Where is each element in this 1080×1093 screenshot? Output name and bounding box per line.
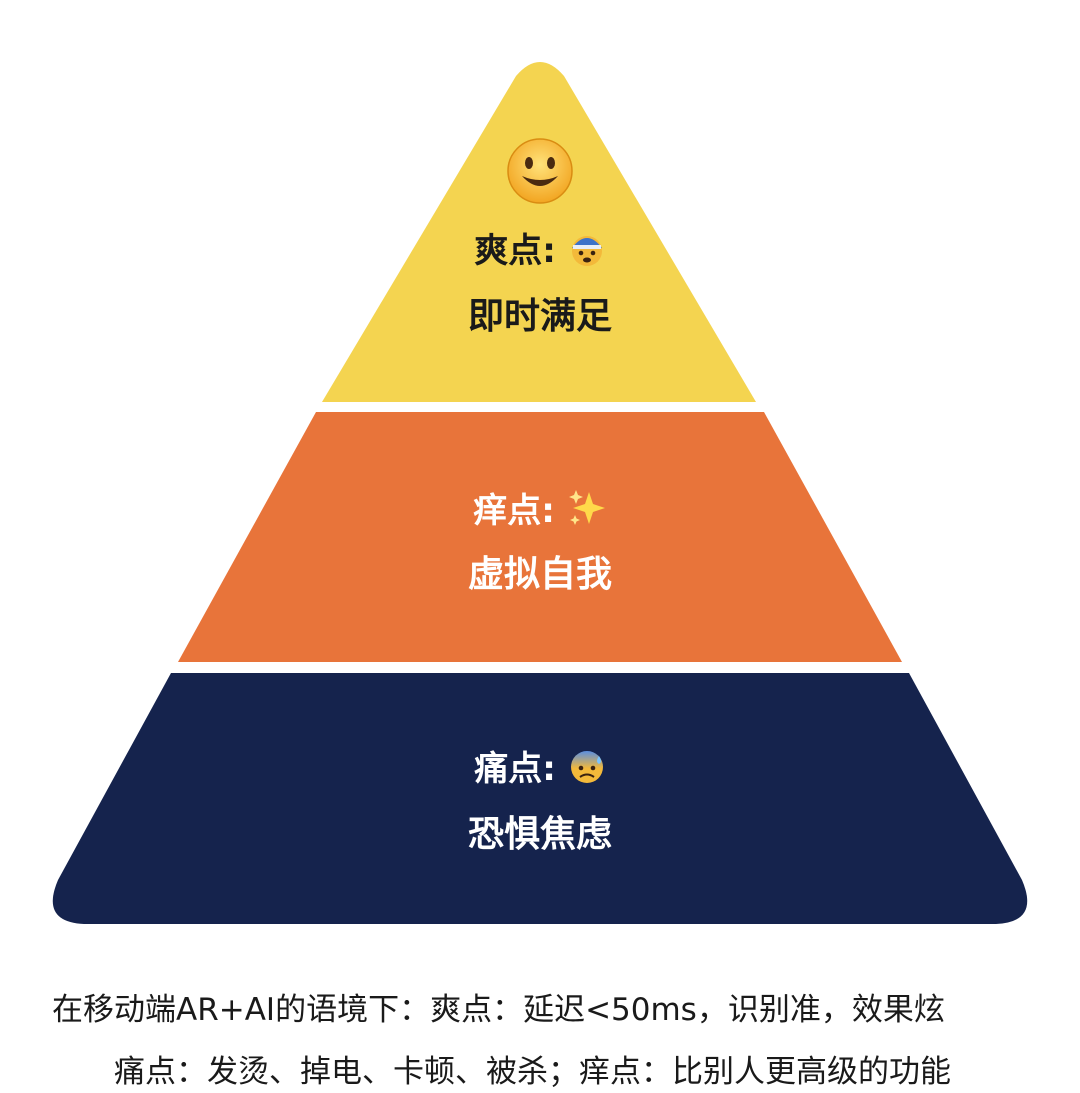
tier-bottom-heading: 痛点: — [474, 749, 556, 789]
pyramid-tier-bottom — [52, 673, 1028, 924]
caption-line-1: 在移动端AR+AI的语境下：爽点：延迟<50ms，识别准，效果炫 — [52, 992, 945, 1028]
grinning-face-icon — [507, 138, 573, 204]
tier-middle-heading-row: 痒点: — [0, 488, 1080, 531]
tier-bottom-description: 恐惧焦虑 — [467, 814, 612, 855]
anxious-face-with-sweat-icon — [568, 748, 606, 789]
tier-top-heading-row: 爽点: — [0, 230, 1080, 271]
pyramid-tier-middle — [178, 412, 902, 662]
top-smiley-container — [0, 136, 1080, 210]
tier-bottom-heading-row: 痛点: — [0, 748, 1080, 789]
face-with-bandage-helmet-icon — [568, 230, 606, 271]
sparkles-icon — [567, 488, 607, 531]
tier-middle-heading: 痒点: — [473, 491, 555, 531]
tier-top-heading: 爽点: — [474, 231, 556, 271]
tier-middle-description: 虚拟自我 — [467, 554, 612, 595]
pyramid-graphic — [52, 62, 1028, 924]
pyramid-tier-top — [322, 62, 756, 402]
tier-top-description: 即时满足 — [467, 296, 612, 337]
caption-line-2: 痛点：发烫、掉电、卡顿、被杀；痒点：比别人更高级的功能 — [114, 1054, 951, 1090]
